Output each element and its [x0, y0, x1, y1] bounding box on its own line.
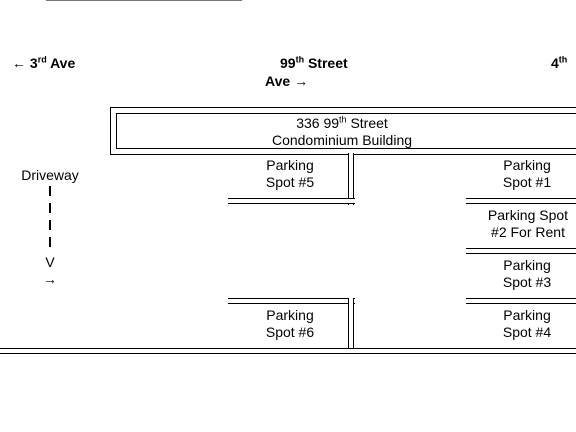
driveway-dash-3: [49, 220, 51, 230]
driveway-dash-2: [49, 203, 51, 213]
spot2-bottom-wall: [466, 248, 576, 254]
right-arrow-icon: →: [294, 73, 309, 89]
driveway-dash-4: [49, 237, 51, 247]
parking-spot-3: Parking Spot #3: [502, 257, 552, 290]
parking-spot-2: Parking Spot #2 For Rent: [487, 207, 569, 240]
parking-spot-5: Parking Spot #5: [265, 157, 315, 190]
driveway-arrow-icon: →: [43, 271, 57, 287]
divider-wall-upper: [348, 153, 354, 205]
street-label-99th-street: 99th Street: [280, 54, 348, 71]
spot5-bottom-wall: [228, 198, 355, 204]
spot3-bottom-wall: [466, 298, 576, 304]
left-arrow-icon: ←: [12, 55, 26, 71]
spot1-bottom-wall: [466, 198, 576, 204]
street-label-3rd-ave: ← 3rd Ave: [12, 54, 76, 71]
driveway-arrowhead: V: [45, 254, 55, 270]
building-address: 336 99th Street: [296, 114, 388, 131]
parking-spot-4: Parking Spot #4: [502, 307, 552, 340]
bottom-boundary-wall: [0, 348, 576, 354]
top-cutoff-line: [46, 0, 242, 1]
building-outline: [110, 107, 576, 155]
parking-spot-1: Parking Spot #1: [502, 157, 552, 190]
driveway-dash-1: [49, 186, 51, 196]
parking-spot-6: Parking Spot #6: [265, 307, 315, 340]
street-label-ave-continued: Ave →: [265, 73, 309, 89]
spot6-top-wall: [228, 298, 355, 304]
driveway-label: Driveway: [21, 167, 79, 183]
divider-wall-lower: [348, 298, 354, 352]
street-label-4th: 4th: [551, 54, 568, 71]
building-label: 336 99th Street Condominium Building: [232, 115, 452, 149]
building-name: Condominium Building: [271, 132, 413, 148]
